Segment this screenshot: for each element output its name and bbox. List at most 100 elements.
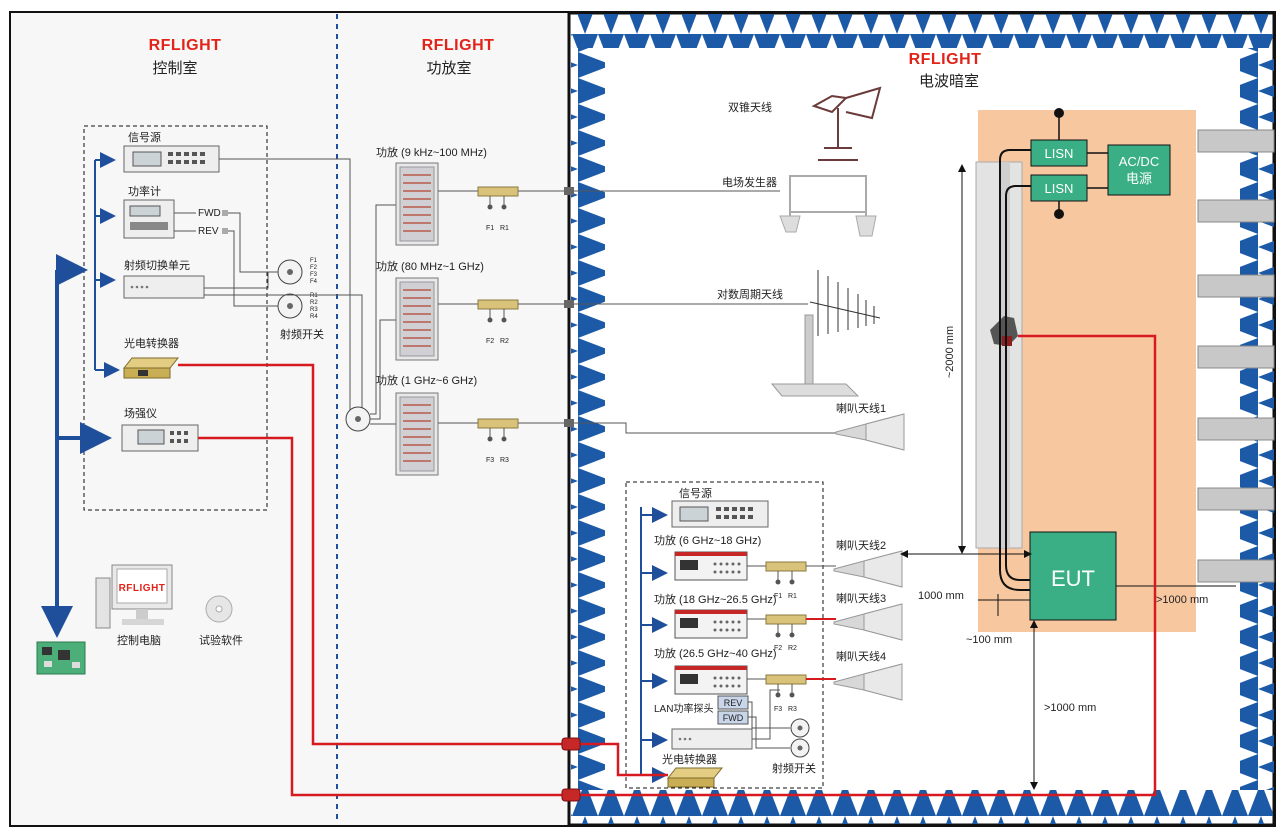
rev-box-label: REV: [724, 698, 743, 708]
coupler-3-r: R3: [500, 457, 509, 464]
label-inner-amp-2: 功放 (18 GHz~26.5 GHz): [654, 592, 777, 606]
coupler-2-f: F2: [486, 338, 494, 345]
amp-outputs: [438, 190, 478, 424]
main-bus: [41, 254, 112, 638]
label-e-field-generator: 电场发生器: [722, 175, 777, 189]
chamber-bus: [640, 507, 668, 783]
eut-box: [1029, 531, 1117, 621]
label-field-meter: 场强仪: [124, 406, 157, 420]
fiber-optic-lines: [178, 334, 1157, 797]
power-meter-device: [123, 199, 175, 239]
title-control-room: 控制室: [152, 60, 197, 77]
rf-switch-2: [277, 293, 303, 319]
label-amp-3: 功放 (1 GHz~6 GHz): [376, 373, 477, 387]
port-r3: R3: [310, 307, 318, 313]
lisn-label-2: LISN: [1045, 181, 1074, 196]
chamber-equipment-box: [625, 481, 824, 789]
inner-rf-switch-2: [790, 738, 810, 758]
port-f3: F3: [310, 272, 318, 278]
label-amp-2: 功放 (80 MHz~1 GHz): [376, 259, 484, 273]
dim-1000-right: >1000 mm: [1156, 594, 1208, 606]
brand-chamber: RFLIGHT: [909, 51, 982, 68]
amp-rack-3: [395, 392, 439, 476]
eut-label: EUT: [1051, 566, 1095, 591]
inner-coupler-1-f: F1: [774, 593, 782, 600]
label-log-periodic: 对数周期天线: [717, 287, 783, 301]
acdc-box: [1107, 144, 1171, 196]
fwd-connector: [222, 210, 228, 216]
label-inner-amp-1: 功放 (6 GHz~18 GHz): [654, 533, 761, 547]
inner-optical-converter: [666, 767, 724, 788]
software-disc-icon: [205, 595, 233, 623]
inner-amp-1: [674, 551, 748, 581]
lan-switch-unit: [671, 728, 753, 750]
coupler-2-r: R2: [500, 338, 509, 345]
port-f2: F2: [310, 265, 318, 271]
label-control-pc: 控制电脑: [117, 633, 161, 647]
label-rf-switch: 射频开关: [280, 327, 324, 341]
port-r2: R2: [310, 300, 318, 306]
inner-coupler-2-f: F2: [774, 645, 782, 652]
optical-converter-device: [122, 357, 180, 379]
label-lan-probe: LAN功率探头: [654, 702, 713, 715]
absorber-top: [571, 14, 1273, 48]
title-chamber: 电波暗室: [919, 73, 979, 90]
amp-rack-1: [395, 162, 439, 246]
brand-amp: RFLIGHT: [422, 37, 495, 54]
amp-rack-2: [395, 277, 439, 361]
label-inner-rf-switch: 射频开关: [772, 761, 816, 775]
ground-dot-2: [1054, 209, 1064, 219]
inner-coupler-1-r: R1: [788, 593, 797, 600]
coupler-1-f: F1: [486, 225, 494, 232]
label-amp-1: 功放 (9 kHz~100 MHz): [376, 145, 487, 159]
amp-feed-lines: [370, 204, 396, 425]
port-r4: R4: [310, 314, 318, 320]
dim-100: ~100 mm: [966, 634, 1012, 646]
rf-switch-1: [277, 259, 303, 285]
inner-rf-switch-1: [790, 718, 810, 738]
field-meter-device: [121, 424, 199, 452]
e-field-generator: [779, 175, 877, 237]
label-horn-4: 喇叭天线4: [836, 649, 886, 663]
lan-wiring: [748, 689, 790, 749]
fiber-connectors: [561, 737, 581, 802]
label-optical-converter: 光电转换器: [124, 336, 179, 350]
inner-amp-2: [674, 609, 748, 639]
inner-amp-3: [674, 665, 748, 695]
coupler-3-f: F3: [486, 457, 494, 464]
eut-power-cables: [999, 149, 1031, 591]
lisn-label-1: LISN: [1045, 146, 1074, 161]
dim-1000-bottom: >1000 mm: [1044, 702, 1096, 714]
log-periodic-antenna: [770, 270, 881, 397]
ground-dot-1: [1054, 108, 1064, 118]
port-f1: F1: [310, 258, 318, 264]
label-inner-amp-3: 功放 (26.5 GHz~40 GHz): [654, 646, 777, 660]
label-rev: REV: [198, 226, 219, 237]
label-signal-source: 信号源: [128, 130, 161, 144]
cable-tray-right: [1197, 129, 1275, 583]
lisn-box-2: [1030, 174, 1088, 202]
label-power-meter: 功率计: [128, 184, 161, 198]
label-inner-optical: 光电转换器: [662, 752, 717, 766]
signal-cable: [204, 158, 363, 410]
coupler-1-r: R1: [500, 225, 509, 232]
amp-room-switch: [345, 406, 371, 432]
title-amp-room: 功放室: [426, 60, 471, 77]
label-biconical: 双锥天线: [728, 100, 772, 114]
dim-height: ~2000 mm: [944, 326, 956, 378]
rev-connector: [222, 228, 228, 234]
signal-source-device: [123, 145, 220, 173]
brand-control: RFLIGHT: [149, 37, 222, 54]
inner-coupler-2-r: R2: [788, 645, 797, 652]
inner-coupler-3-r: R3: [788, 706, 797, 713]
acdc-label-1: AC/DC: [1119, 154, 1159, 169]
control-equipment-box: [83, 125, 268, 511]
control-amp-bg: [11, 13, 569, 825]
label-inner-signal-source: 信号源: [679, 486, 712, 500]
acdc-label-2: 电源: [1126, 171, 1152, 186]
inner-amp-outputs: [747, 565, 766, 680]
label-software: 试验软件: [199, 633, 243, 647]
pc-brand: RFLIGHT: [119, 583, 166, 594]
label-horn-1: 喇叭天线1: [836, 401, 886, 415]
